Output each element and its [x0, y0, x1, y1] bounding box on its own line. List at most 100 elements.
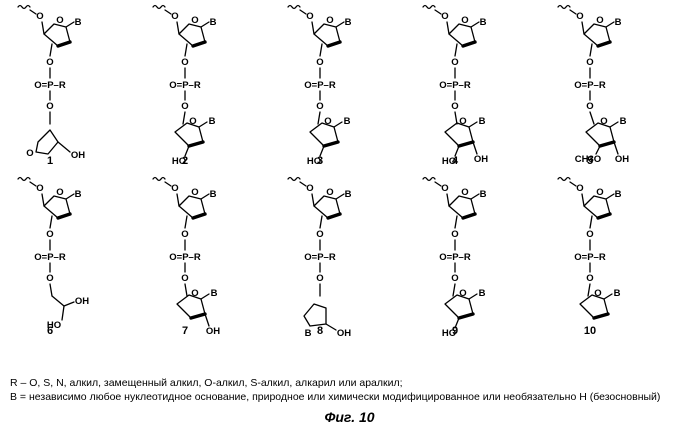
ring-oxygen-label: O	[36, 11, 43, 22]
bond	[610, 122, 618, 127]
bond	[66, 22, 74, 27]
hydroxyl-label: OH	[206, 326, 220, 337]
compound-3: OOBOO=P–ROOBHO3	[288, 6, 352, 168]
bold-bond	[598, 214, 610, 218]
compound-number: 6	[47, 325, 53, 337]
bond	[336, 194, 344, 199]
bond	[50, 44, 52, 56]
compound-4: OOBOO=P–ROOBHOOH4	[423, 6, 488, 168]
bold-bond	[328, 42, 340, 46]
attachment-wavy-bond	[288, 178, 300, 181]
bold-bond	[189, 142, 203, 146]
base-label: B	[210, 17, 217, 28]
bridge-oxygen-label: O	[586, 273, 593, 284]
ring-oxygen-label: O	[306, 183, 313, 194]
ring-oxygen-label: O	[56, 15, 63, 26]
bond	[455, 216, 457, 228]
hydroxyl-label: OH	[71, 150, 85, 161]
bridge-oxygen-label: O	[451, 229, 458, 240]
base-label: B	[305, 328, 312, 339]
sugar-ring	[36, 130, 58, 154]
ring-oxygen-label: O	[441, 183, 448, 194]
hydroxyl-label: OH	[75, 296, 89, 307]
bridge-oxygen-label: O	[316, 57, 323, 68]
structures-layer: OOBOO=P–ROOOH1OOBOO=P–ROOBHO2OOBOO=P–ROO…	[18, 6, 629, 340]
bridge-oxygen-label: O	[181, 101, 188, 112]
compound-number: 2	[182, 155, 188, 167]
bond	[455, 112, 457, 124]
ring-oxygen-label: O	[189, 116, 196, 127]
bridge-oxygen-label: O	[586, 57, 593, 68]
ring-oxygen-label: O	[26, 148, 33, 159]
bold-bond	[193, 42, 205, 46]
compound-7: OOBOO=P–ROOBOH7	[153, 178, 220, 338]
compound-1: OOBOO=P–ROOOH1	[18, 6, 85, 168]
compound-2: OOBOO=P–ROOBHO2	[153, 6, 217, 168]
bond	[312, 194, 314, 206]
ring-oxygen-label: O	[191, 187, 198, 198]
base-label: B	[614, 288, 621, 299]
bond	[614, 142, 618, 154]
bridge-oxygen-label: O	[46, 273, 53, 284]
compound-6: OOBOO=P–ROOHHO6	[18, 178, 89, 338]
ring-oxygen-label: O	[441, 11, 448, 22]
bond	[185, 284, 187, 296]
bridge-oxygen-label: O	[316, 101, 323, 112]
phosphate-label: O=P–R	[169, 252, 201, 263]
bond	[199, 122, 207, 127]
bond	[582, 194, 584, 206]
phosphate-label: O=P–R	[34, 80, 66, 91]
base-label: B	[480, 17, 487, 28]
compound-number: 7	[182, 325, 188, 337]
bond	[185, 44, 187, 56]
glycerol-chain	[52, 296, 64, 320]
phosphate-label: O=P–R	[439, 252, 471, 263]
bond	[42, 22, 44, 34]
attachment-wavy-bond	[153, 6, 165, 9]
bond	[570, 182, 576, 186]
bridge-oxygen-label: O	[451, 57, 458, 68]
bridge-oxygen-label: O	[316, 229, 323, 240]
bond	[334, 122, 342, 127]
bond	[606, 194, 614, 199]
ring-oxygen-label: O	[324, 116, 331, 127]
compound-number: 1	[47, 155, 53, 167]
bond	[205, 314, 209, 326]
bond	[42, 194, 44, 206]
ring-oxygen-label: O	[191, 288, 198, 299]
bond	[185, 216, 187, 228]
compound-number: 4	[452, 155, 459, 167]
bond	[201, 194, 209, 199]
base-label: B	[344, 116, 351, 127]
compound-9: OOBOO=P–ROOBHO9	[423, 178, 487, 340]
attachment-wavy-bond	[423, 6, 435, 9]
bond	[469, 122, 477, 127]
bond	[64, 302, 74, 306]
base-label: B	[209, 116, 216, 127]
phosphate-label: O=P–R	[34, 252, 66, 263]
phosphate-label: O=P–R	[304, 252, 336, 263]
bond	[318, 112, 320, 124]
attachment-wavy-bond	[18, 6, 30, 9]
bridge-oxygen-label: O	[181, 229, 188, 240]
ring-oxygen-label: O	[326, 15, 333, 26]
ring-oxygen-label: O	[171, 183, 178, 194]
bond	[320, 44, 322, 56]
bond	[165, 10, 171, 14]
compound-5: OOBOO=P–ROOBOHCH3O5	[558, 6, 629, 168]
bond	[50, 216, 52, 228]
bond	[447, 194, 449, 206]
sugar-ring	[304, 304, 326, 326]
base-label: B	[75, 17, 82, 28]
figure-caption: Фиг. 10	[0, 409, 699, 425]
bond	[326, 324, 336, 330]
bond	[300, 10, 306, 14]
bond	[582, 22, 584, 34]
ring-oxygen-label: O	[306, 11, 313, 22]
bond	[590, 112, 594, 124]
phosphate-label: O=P–R	[439, 80, 471, 91]
bond	[590, 44, 592, 56]
bold-bond	[191, 314, 205, 318]
bond	[300, 182, 306, 186]
